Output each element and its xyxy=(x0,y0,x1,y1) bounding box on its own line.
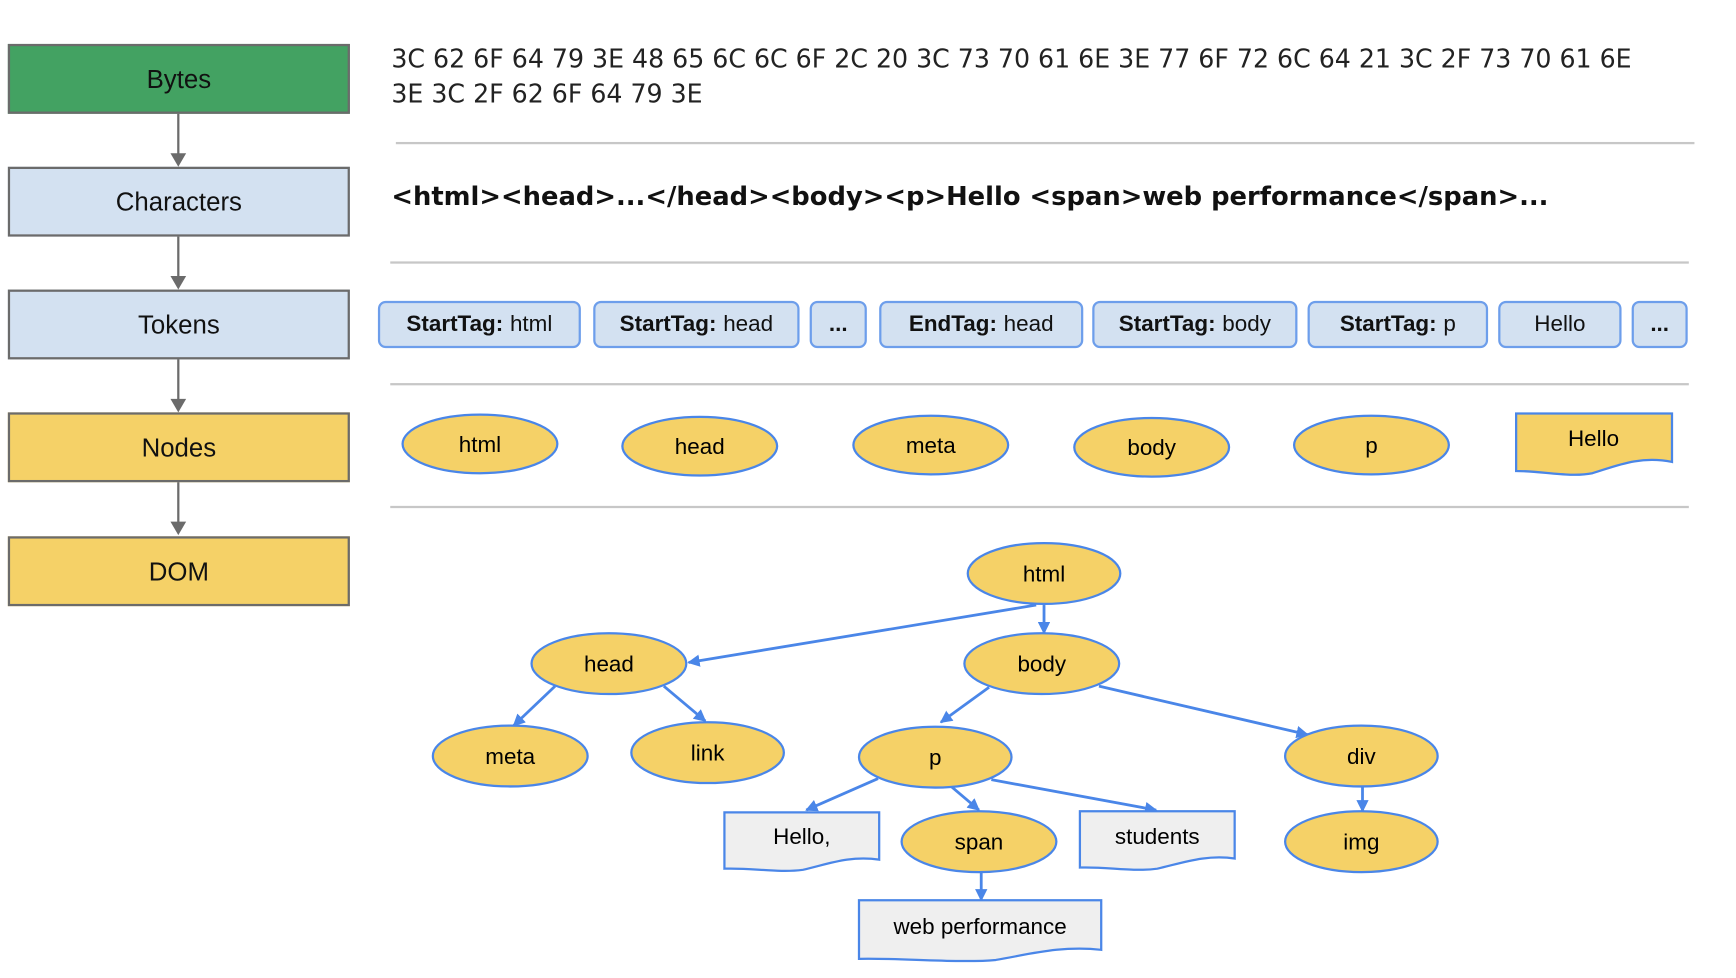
svg-text:div: div xyxy=(1347,744,1376,769)
row-divider xyxy=(390,383,1689,386)
svg-text:Hello,: Hello, xyxy=(773,824,830,849)
svg-text:html: html xyxy=(1023,561,1065,586)
svg-text:p: p xyxy=(929,745,941,770)
stage-tokens: Tokens xyxy=(7,289,350,360)
svg-text:body: body xyxy=(1017,651,1066,676)
dom-node-img: img xyxy=(1284,810,1439,874)
svg-text:students: students xyxy=(1115,824,1200,849)
node-html: html xyxy=(401,413,559,475)
row-divider xyxy=(395,141,1695,145)
svg-text:img: img xyxy=(1343,829,1379,854)
dom-node-link: link xyxy=(630,721,785,785)
svg-text:body: body xyxy=(1127,435,1176,460)
svg-text:head: head xyxy=(675,434,725,459)
token-starttag-p: StartTag:p xyxy=(1307,300,1489,349)
node-p: p xyxy=(1292,414,1450,476)
node-meta: meta xyxy=(852,414,1010,476)
node-hello-text: Hello xyxy=(1515,412,1674,476)
token-starttag-html: StartTag:html xyxy=(377,300,581,349)
svg-text:meta: meta xyxy=(485,744,535,769)
edge-html-head xyxy=(687,603,1037,667)
stage-bytes: Bytes xyxy=(7,43,350,114)
stage-dom: DOM xyxy=(7,536,350,607)
stage-nodes: Nodes xyxy=(7,412,350,483)
token-endtag-head: EndTag:head xyxy=(879,300,1084,349)
token-hello: Hello xyxy=(1498,300,1622,349)
stage-characters: Characters xyxy=(7,166,350,237)
token-ellipsis: ... xyxy=(809,300,867,349)
svg-text:head: head xyxy=(584,651,634,676)
bytes-hex-text: 3C 62 6F 64 79 3E 48 65 6C 6C 6F 2C 20 3… xyxy=(391,45,1632,110)
token-starttag-head: StartTag:head xyxy=(593,300,800,349)
svg-text:html: html xyxy=(459,432,501,457)
edge-body-p xyxy=(939,686,990,724)
edge-head-meta xyxy=(512,685,557,727)
dom-node-meta: meta xyxy=(431,724,589,788)
svg-text:web performance: web performance xyxy=(893,914,1067,939)
dom-node-body: body xyxy=(963,632,1121,696)
dom-text-web-performance: web performance xyxy=(857,899,1103,963)
edge-p-hello xyxy=(805,777,879,812)
row-divider xyxy=(390,261,1689,264)
dom-node-p: p xyxy=(857,725,1013,789)
svg-text:link: link xyxy=(691,740,725,765)
token-starttag-body: StartTag:body xyxy=(1092,300,1298,349)
edge-p-students xyxy=(991,778,1158,815)
dom-node-head: head xyxy=(530,632,688,696)
dom-text-hello: Hello, xyxy=(723,811,881,873)
edge-p-span xyxy=(948,784,980,812)
dom-node-html: html xyxy=(966,541,1122,606)
token-ellipsis: ... xyxy=(1631,300,1688,349)
svg-text:meta: meta xyxy=(906,433,956,458)
edge-body-div xyxy=(1098,684,1309,739)
node-head: head xyxy=(621,415,779,477)
dom-text-students: students xyxy=(1078,810,1236,871)
node-body: body xyxy=(1073,416,1231,478)
dom-edges xyxy=(512,603,1369,902)
dom-node-span: span xyxy=(900,810,1058,874)
characters-text: <html><head>...</head><body><p>Hello <sp… xyxy=(391,182,1549,212)
dom-node-div: div xyxy=(1284,724,1439,788)
svg-text:Hello: Hello xyxy=(1568,426,1619,451)
svg-text:p: p xyxy=(1365,433,1377,458)
edge-head-link xyxy=(662,685,707,723)
svg-text:span: span xyxy=(955,829,1004,854)
